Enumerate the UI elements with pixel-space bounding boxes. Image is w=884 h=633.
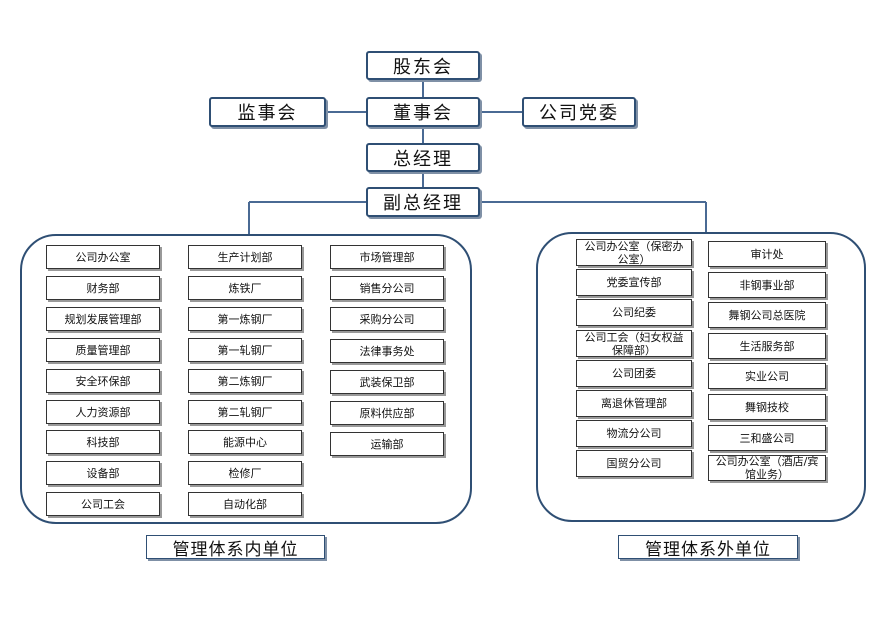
internal-unit-box: 安全环保部 bbox=[46, 369, 160, 393]
internal-unit-box: 销售分公司 bbox=[330, 276, 444, 300]
internal-unit-box: 第二轧钢厂 bbox=[188, 400, 302, 424]
internal-unit-box: 第一轧钢厂 bbox=[188, 338, 302, 362]
internal-unit-box: 设备部 bbox=[46, 461, 160, 485]
party-committee-box: 公司党委 bbox=[522, 97, 636, 127]
internal-units-caption: 管理体系内单位 bbox=[146, 535, 325, 560]
internal-unit-box: 市场管理部 bbox=[330, 245, 444, 269]
external-unit-box: 生活服务部 bbox=[708, 333, 826, 359]
internal-unit-box: 能源中心 bbox=[188, 430, 302, 454]
internal-unit-box: 公司办公室 bbox=[46, 245, 160, 269]
external-unit-box: 公司办公室（保密办公室） bbox=[576, 239, 692, 266]
internal-unit-box: 自动化部 bbox=[188, 492, 302, 516]
vice-general-manager-box: 副总经理 bbox=[366, 187, 480, 217]
internal-unit-box: 原料供应部 bbox=[330, 401, 444, 425]
external-units-caption: 管理体系外单位 bbox=[618, 535, 798, 560]
internal-unit-box: 公司工会 bbox=[46, 492, 160, 516]
internal-unit-box: 法律事务处 bbox=[330, 339, 444, 363]
external-unit-box: 党委宣传部 bbox=[576, 269, 692, 296]
internal-unit-box: 采购分公司 bbox=[330, 307, 444, 331]
internal-unit-box: 生产计划部 bbox=[188, 245, 302, 269]
external-unit-box: 公司团委 bbox=[576, 360, 692, 387]
internal-unit-box: 运输部 bbox=[330, 432, 444, 456]
general-manager-box: 总经理 bbox=[366, 143, 480, 172]
board-box: 董事会 bbox=[366, 97, 480, 127]
external-unit-box: 离退休管理部 bbox=[576, 390, 692, 417]
external-unit-box: 三和盛公司 bbox=[708, 425, 826, 451]
external-unit-box: 公司纪委 bbox=[576, 299, 692, 326]
shareholders-box: 股东会 bbox=[366, 51, 480, 80]
external-unit-box: 舞钢技校 bbox=[708, 394, 826, 420]
internal-unit-box: 武装保卫部 bbox=[330, 370, 444, 394]
internal-unit-box: 第二炼钢厂 bbox=[188, 369, 302, 393]
external-unit-box: 公司办公室（酒店/宾馆业务） bbox=[708, 455, 826, 481]
external-unit-box: 实业公司 bbox=[708, 363, 826, 389]
external-unit-box: 非钢事业部 bbox=[708, 272, 826, 298]
external-unit-box: 国贸分公司 bbox=[576, 450, 692, 477]
external-unit-box: 公司工会（妇女权益保障部） bbox=[576, 330, 692, 357]
supervisors-box: 监事会 bbox=[209, 97, 326, 127]
external-unit-box: 舞钢公司总医院 bbox=[708, 302, 826, 328]
internal-unit-box: 炼铁厂 bbox=[188, 276, 302, 300]
external-unit-box: 物流分公司 bbox=[576, 420, 692, 447]
internal-unit-box: 人力资源部 bbox=[46, 400, 160, 424]
external-unit-box: 审计处 bbox=[708, 241, 826, 267]
internal-unit-box: 财务部 bbox=[46, 276, 160, 300]
internal-unit-box: 科技部 bbox=[46, 430, 160, 454]
internal-unit-box: 质量管理部 bbox=[46, 338, 160, 362]
internal-unit-box: 第一炼钢厂 bbox=[188, 307, 302, 331]
internal-unit-box: 规划发展管理部 bbox=[46, 307, 160, 331]
internal-unit-box: 检修厂 bbox=[188, 461, 302, 485]
